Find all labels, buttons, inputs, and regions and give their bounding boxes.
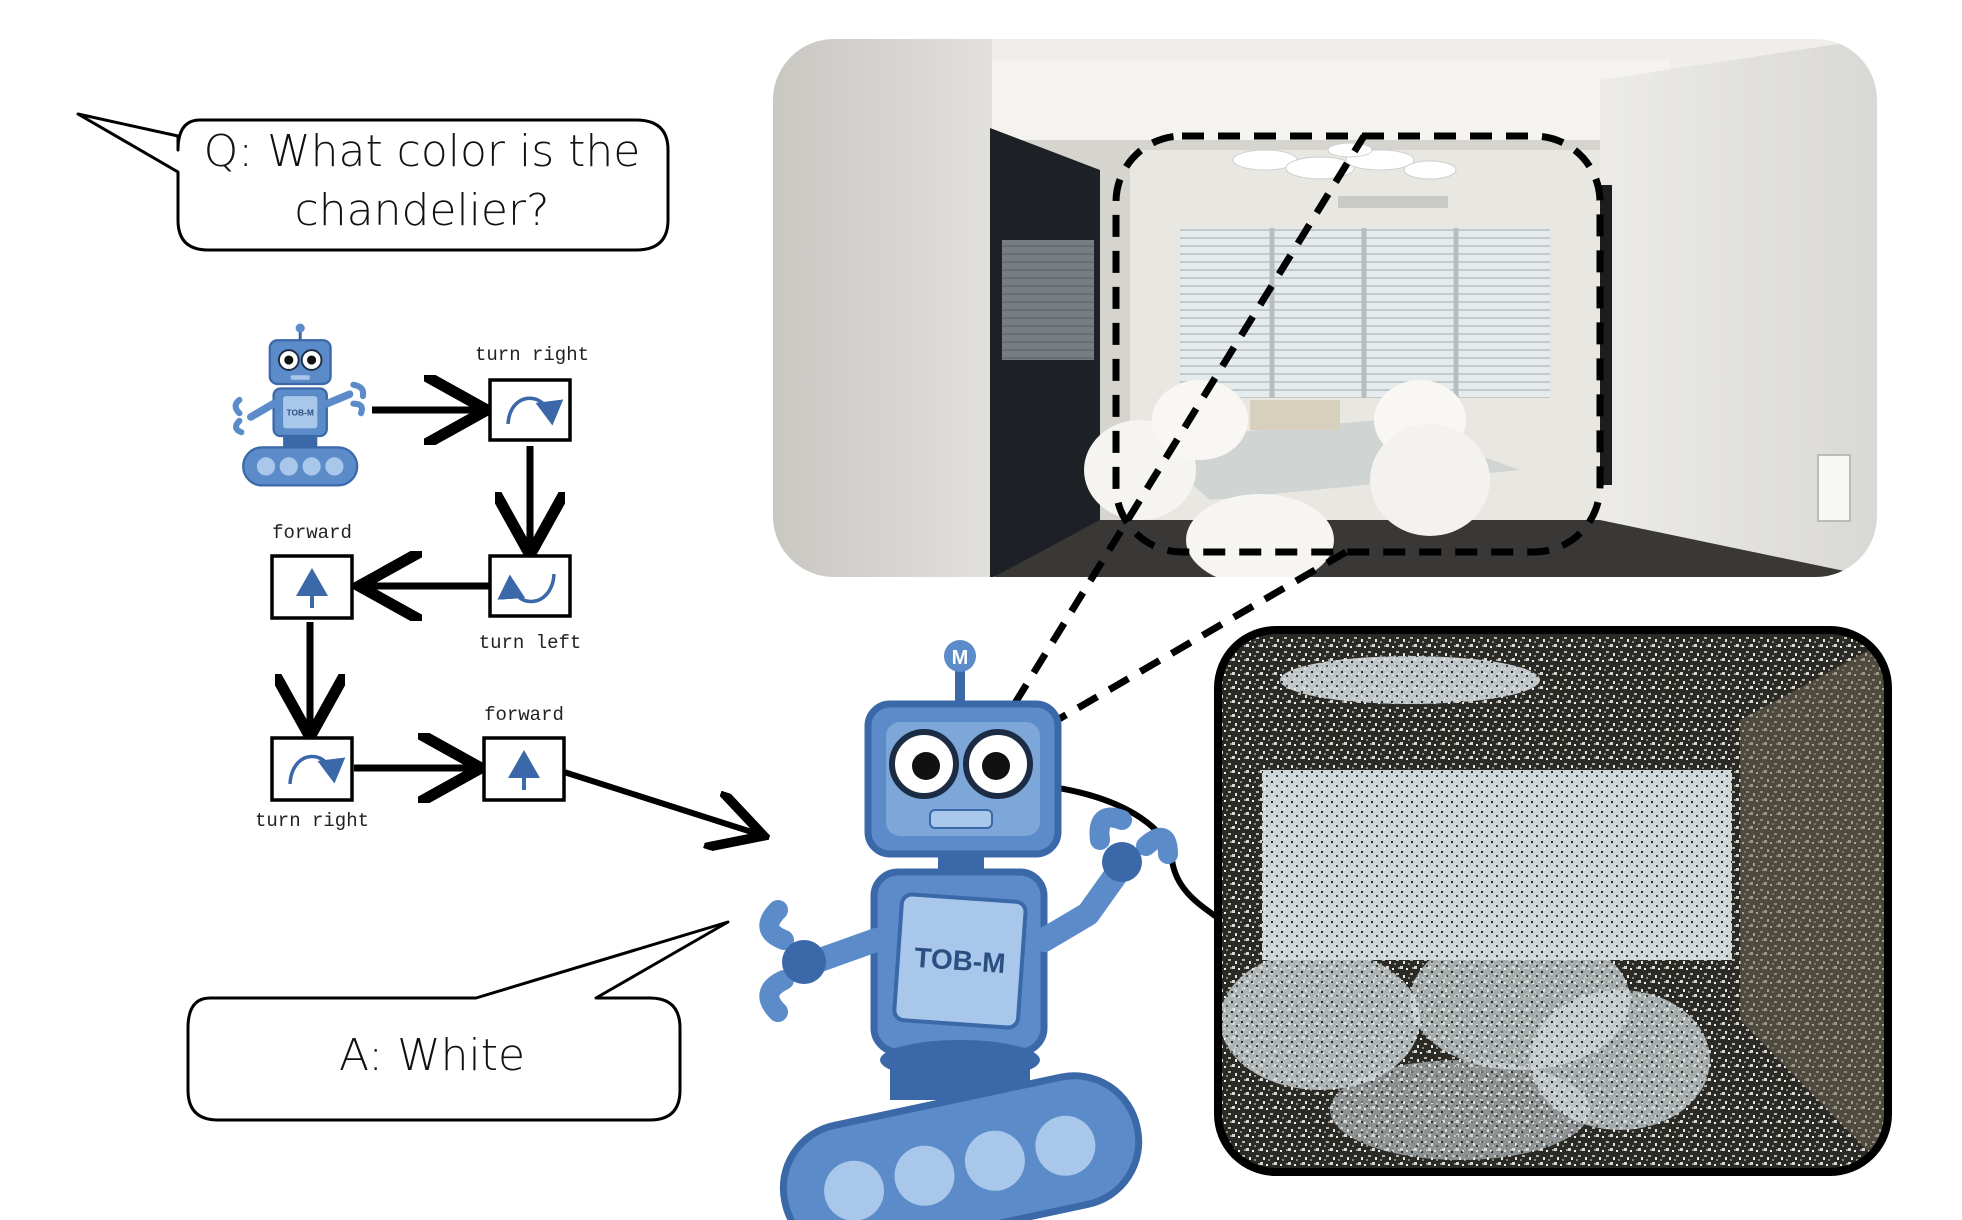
- question-line-2: chandelier?: [295, 185, 550, 236]
- turn-right-icon: [506, 396, 564, 426]
- question-line-1: Q: What color is the: [204, 126, 641, 177]
- action-label-1: turn right: [475, 344, 589, 366]
- robot-badge: TOB-M: [913, 942, 1006, 979]
- action-box-forward-1: forward: [270, 522, 354, 620]
- turn-left-icon: [497, 573, 556, 604]
- action-label-3: forward: [272, 522, 352, 544]
- point-cloud-frame: [1214, 626, 1892, 1176]
- action-label-5: forward: [484, 704, 564, 726]
- room-rgb-image: [772, 38, 1878, 578]
- small-robot-icon: TOB-M: [232, 323, 367, 487]
- action-box-turn-left: turn left: [479, 554, 582, 654]
- question-bubble: Q: What color is the chandelier?: [76, 112, 670, 252]
- flow-arrow-6: [563, 769, 758, 834]
- sight-lines: [993, 134, 1367, 748]
- action-label-4: turn right: [255, 810, 369, 832]
- answer-bubble: A: White: [186, 920, 730, 1122]
- antenna-letter: M: [952, 647, 969, 669]
- answer-text: A: White: [339, 1030, 525, 1081]
- room-image-frame: [771, 37, 1879, 579]
- action-box-turn-right-2: turn right: [255, 736, 369, 832]
- turn-right-icon: [288, 754, 346, 785]
- large-robot-icon: M TOB-M: [759, 640, 1178, 1220]
- action-flow: [310, 410, 758, 834]
- svg-text:TOB-M: TOB-M: [287, 407, 314, 417]
- focus-region: [1112, 132, 1604, 556]
- point-cloud-image: [1218, 630, 1888, 1172]
- action-box-forward-2: forward: [482, 704, 566, 802]
- action-box-turn-right-1: turn right: [475, 344, 589, 442]
- action-label-2: turn left: [479, 632, 582, 654]
